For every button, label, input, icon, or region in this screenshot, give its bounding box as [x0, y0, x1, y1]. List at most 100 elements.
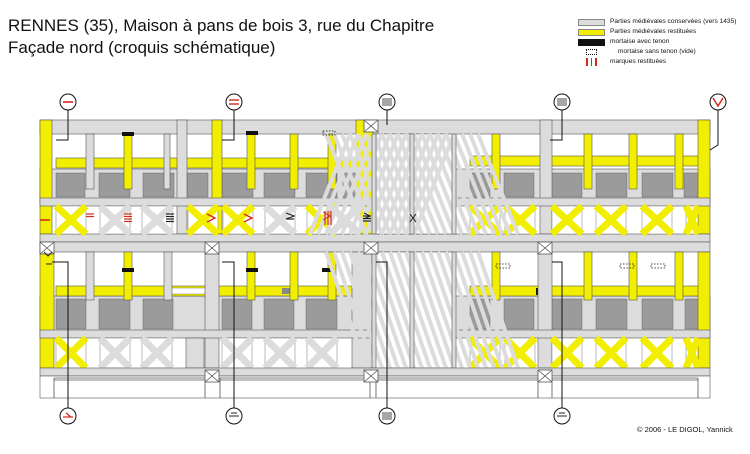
- rail-gap: [165, 287, 212, 295]
- stair-hatch: [452, 133, 496, 235]
- legend-item-marks: marques restituées: [578, 57, 736, 67]
- floor-plate: [39, 233, 711, 243]
- box-diag: [39, 241, 55, 255]
- leader-line: [376, 261, 388, 408]
- assembly-mark-icon: [378, 93, 396, 125]
- stair-post: [451, 133, 457, 235]
- window-pane: [641, 172, 674, 198]
- yellow-swatch: [578, 28, 605, 36]
- mortise-with-tenon: [246, 131, 258, 135]
- drawing-title: RENNES (35), Maison à pans de bois 3, ru…: [8, 15, 434, 59]
- leader-line: [550, 110, 563, 141]
- stud: [163, 251, 173, 301]
- stud: [583, 251, 593, 301]
- assembly-mark-icon: [376, 261, 396, 425]
- stair-post: [371, 251, 377, 369]
- brace-panel-brace: [549, 203, 585, 237]
- grey-mark: [409, 213, 417, 223]
- empty-mortise: [322, 130, 336, 136]
- brace-panel-brace: [53, 335, 89, 371]
- plinth-frame: [551, 377, 699, 398]
- stair-hatch: [324, 133, 368, 235]
- box-diag: [363, 119, 379, 133]
- brace-panel-brace: [682, 336, 702, 370]
- lower-post: [204, 251, 220, 369]
- stud: [674, 251, 684, 301]
- red-mark: [243, 213, 254, 223]
- stair-hatch: [412, 133, 456, 235]
- stud: [85, 251, 95, 301]
- stud: [163, 133, 171, 190]
- stair-hatch: [348, 251, 392, 369]
- legend-label: mortaise avec tenon: [610, 38, 670, 45]
- stud: [628, 251, 638, 301]
- mortise-with-tenon: [122, 268, 134, 272]
- grey-mark: [285, 212, 296, 220]
- legend-item-conserved: Parties médiévales conservées (vers 1435…: [578, 17, 736, 27]
- assembly-mark-icon: [222, 261, 243, 425]
- assembly-mark-icon: [56, 93, 77, 141]
- mark-stroke: [65, 412, 72, 418]
- mark-circle: [59, 407, 77, 425]
- lower-post-fill: [185, 337, 205, 369]
- stair-hatch: [436, 133, 480, 235]
- legend-item-empty-mortise: mortaise sans tenon (vide): [578, 47, 736, 57]
- leader-line: [222, 261, 235, 408]
- window-pane: [142, 298, 174, 330]
- window-pane: [641, 298, 674, 330]
- red-mark: [322, 211, 332, 221]
- stud: [289, 251, 299, 301]
- leader-line: [222, 110, 235, 141]
- legend: Parties médiévales conservées (vers 1435…: [578, 17, 736, 67]
- stair-hatch: [380, 133, 424, 235]
- stair-hatch: [476, 133, 520, 235]
- stair-post: [409, 251, 415, 369]
- black-swatch: [578, 38, 605, 46]
- brace-panel-brace: [549, 335, 585, 371]
- stair-hatch: [348, 133, 392, 235]
- mark-circle: [378, 407, 396, 425]
- empty-mortise: [650, 263, 666, 269]
- stair-post: [451, 251, 457, 369]
- rail-mortise: [282, 288, 296, 294]
- window-pane: [595, 172, 628, 198]
- brace-panel-brace: [593, 335, 629, 371]
- assembly-mark-icon: [552, 261, 571, 425]
- assembly-mark-icon: [709, 93, 727, 151]
- stud: [85, 133, 95, 190]
- brace-panel-brace: [97, 335, 133, 371]
- mark-circle: [378, 93, 396, 111]
- leader-line: [56, 110, 69, 141]
- mortise-with-tenon: [322, 268, 334, 272]
- stair-hatch: [428, 133, 472, 235]
- brace-panel-brace: [220, 203, 256, 237]
- legend-item-mortise-tenon: mortaise avec tenon: [578, 37, 736, 47]
- brace-panel-brace: [53, 203, 89, 237]
- window-pane: [221, 298, 253, 330]
- window-pane: [550, 172, 583, 198]
- stud: [583, 133, 593, 190]
- leader-line: [552, 261, 563, 408]
- brace-panel-brace: [185, 203, 221, 237]
- mark-stroke: [712, 97, 724, 108]
- assembly-mark-icon: [52, 261, 77, 425]
- stud: [123, 133, 133, 190]
- stair-hatch: [436, 251, 480, 369]
- title-line-1: RENNES (35), Maison à pans de bois 3, ru…: [8, 16, 435, 35]
- corner-post: [176, 119, 188, 235]
- window-pane: [503, 298, 535, 330]
- lower-post: [39, 251, 55, 369]
- plinth-frame: [375, 377, 539, 398]
- assembly-mark-icon: [550, 93, 571, 141]
- empty-mortise: [495, 263, 511, 269]
- brace-panel-brace: [139, 335, 175, 371]
- box-diag: [204, 241, 220, 255]
- copyright: © 2006 - LE DIGOL, Yannick: [637, 425, 733, 434]
- brace-panel-brace: [97, 203, 133, 237]
- stair-hatch: [476, 251, 520, 369]
- legend-label: Parties médiévales restituées: [610, 28, 697, 35]
- brace-panel-brace: [304, 335, 340, 371]
- window-pane: [305, 298, 338, 330]
- stair-hatch: [468, 251, 512, 369]
